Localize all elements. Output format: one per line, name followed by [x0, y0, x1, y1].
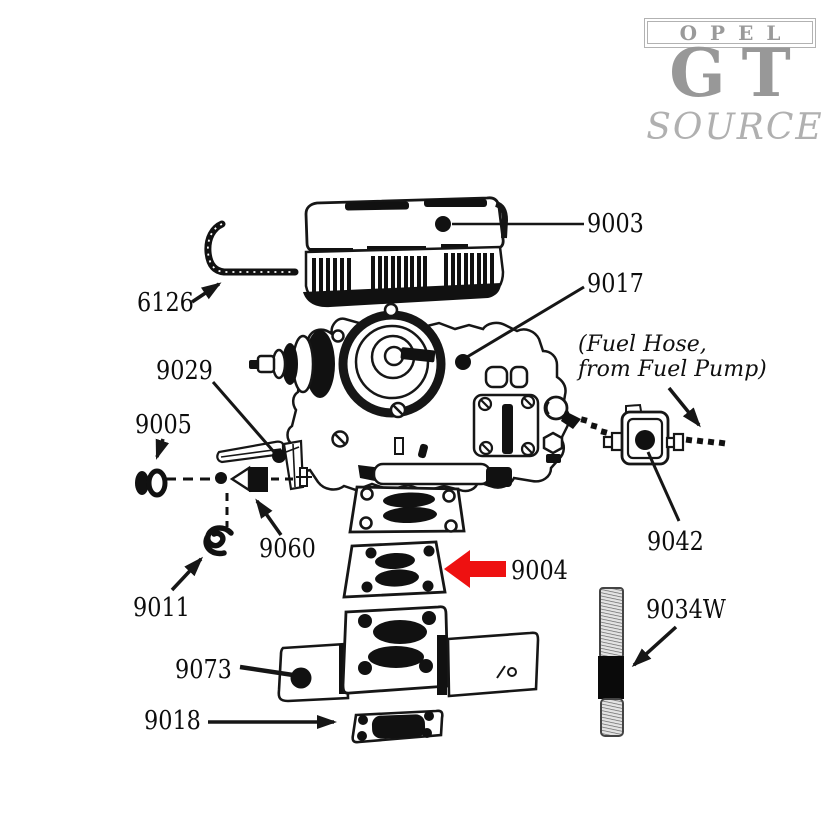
part-9060-plug: [229, 465, 268, 493]
part-label-9018: 9018: [144, 706, 201, 736]
red-highlight-arrow-icon: [444, 550, 506, 588]
source-logo-text: SOURCE: [646, 107, 824, 148]
air-cleaner-vent-slats: [312, 253, 494, 296]
opel-logo-badge: OPEL: [644, 18, 816, 48]
part-9011-s-hook: [203, 525, 234, 557]
accelerator-pump-plate: [472, 365, 540, 458]
part-9042-fuel-filter: [602, 403, 685, 466]
carburetor-body: [249, 302, 581, 534]
part-9003-air-cleaner: [303, 196, 509, 308]
part-label-9005: 9005: [135, 410, 192, 440]
fuel-hose-note: (Fuel Hose, from Fuel Pump): [578, 332, 767, 382]
leader-lines: [155, 216, 701, 729]
linkage-dashed-lines: [166, 472, 293, 527]
choke-pull-off: [249, 330, 335, 398]
part-label-9004: 9004: [511, 556, 568, 586]
gt-logo-text: GT: [669, 34, 807, 112]
fuel-hose-note-line1: (Fuel Hose,: [578, 332, 707, 357]
fuel-hose-dotted-line: [580, 416, 726, 447]
part-label-9034w: 9034W: [646, 595, 726, 625]
fuel-inlet-fitting: [542, 395, 581, 463]
part-9029-bracket: [216, 439, 312, 491]
part-label-9003: 9003: [587, 209, 644, 239]
part-9005-grommet: [135, 468, 168, 498]
part-9004-gasket: [342, 540, 447, 599]
part-label-9060: 9060: [259, 534, 316, 564]
choke-cover: [331, 302, 446, 419]
part-9034w-stud: [598, 587, 624, 737]
part-9018-gasket: [351, 709, 444, 744]
part-label-9011: 9011: [133, 593, 190, 623]
part-6126-hook-rod: [204, 220, 299, 276]
opel-logo-text: OPEL: [647, 21, 813, 45]
part-label-9073: 9073: [175, 655, 232, 685]
carburetor-base-flange: [348, 485, 466, 534]
fuel-hose-note-line2: from Fuel Pump): [578, 357, 767, 382]
part-label-9029: 9029: [156, 356, 213, 386]
part-9073-spacer: [277, 605, 540, 703]
part-label-9017: 9017: [587, 269, 644, 299]
part-label-6126: 6126: [137, 288, 194, 318]
part-label-9042: 9042: [647, 527, 704, 557]
throttle-shaft: [358, 462, 512, 487]
